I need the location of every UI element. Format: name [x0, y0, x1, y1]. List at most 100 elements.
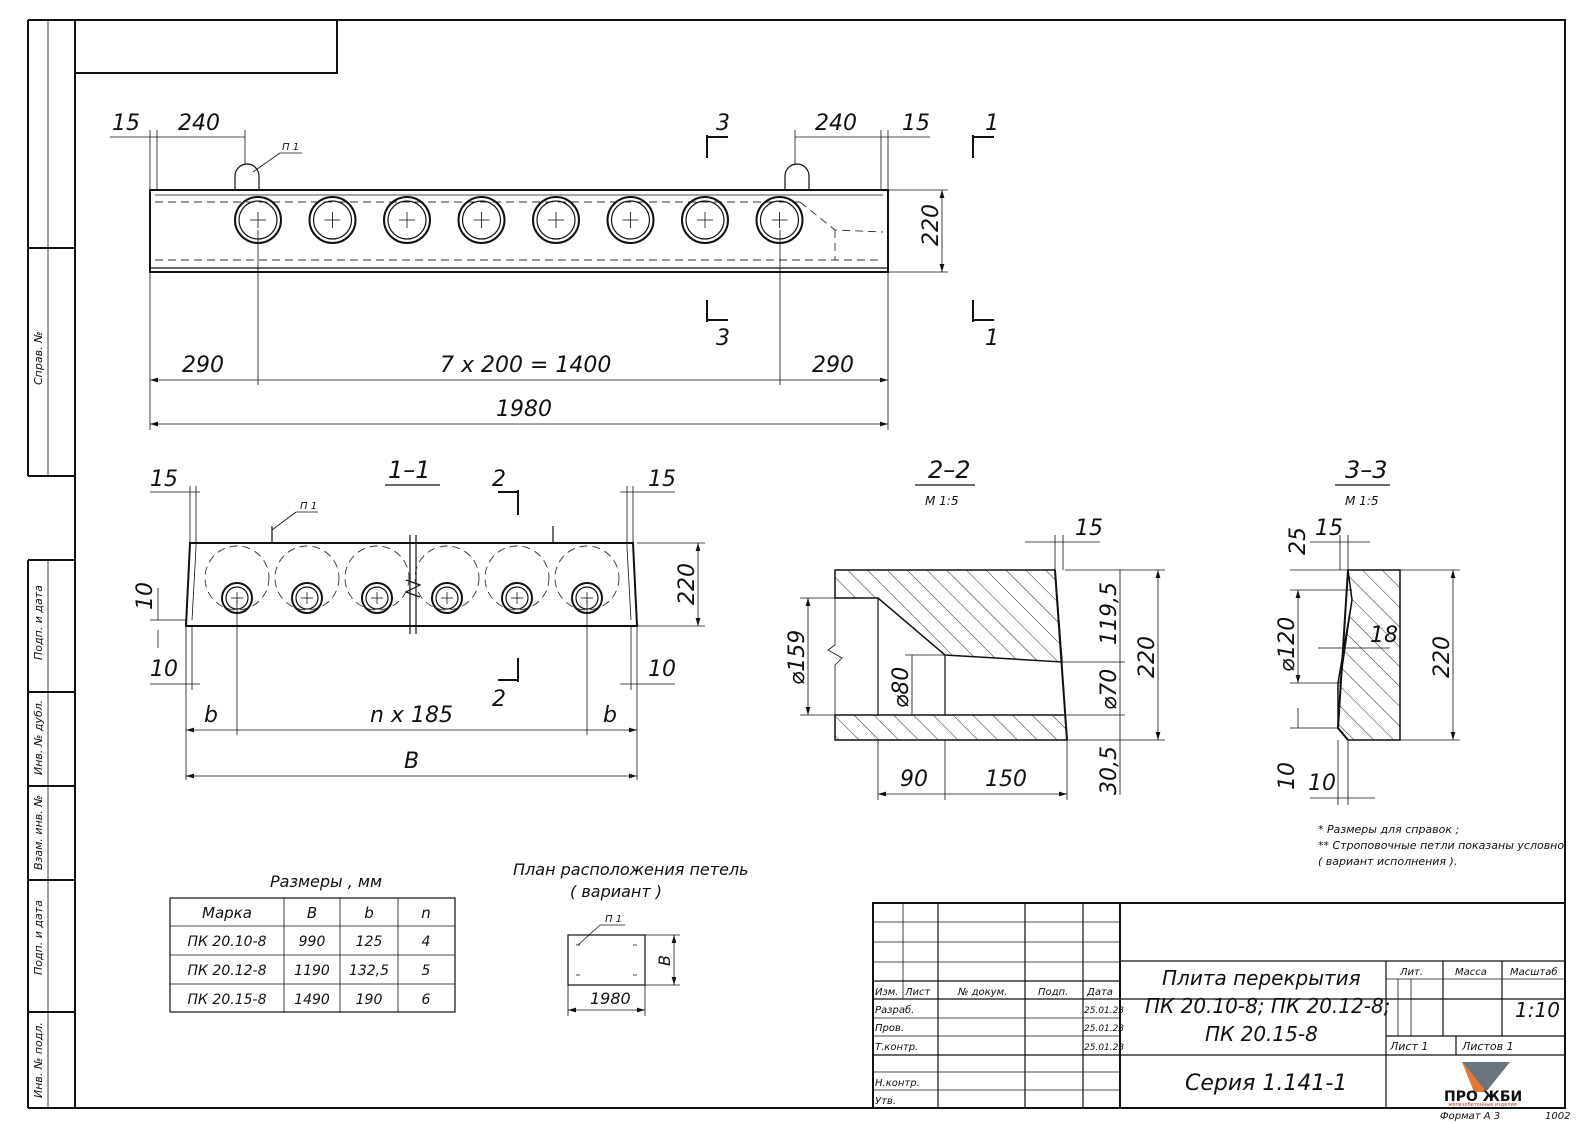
void-core: [532, 196, 580, 244]
format-label: Формат А 3: [1440, 1111, 1500, 1122]
sheet-frame: [27, 19, 1566, 1109]
section-1-1-voids: [204, 545, 620, 614]
vzam-inv-label: Взам. инв. №: [32, 795, 45, 870]
podp-data-label-1: Подп. и дата: [32, 585, 45, 660]
loop-plan-label: П 1: [605, 914, 622, 925]
section-3-top: 3: [716, 111, 730, 136]
side-stamp: Справ. № Подп. и дата Инв. № дубл. Взам.…: [32, 331, 45, 1098]
section-1-1-dim-n185: n x 185: [370, 703, 453, 728]
section-2-2-dim-d80: ⌀80: [889, 667, 914, 708]
main-view: П 1 15 240 240 15 220 3 3 1 1: [110, 111, 999, 430]
table-cell: 5: [422, 963, 431, 979]
section-1-1-dim-b-left: b: [204, 703, 218, 728]
row-prov: Пров.: [875, 1023, 904, 1034]
table-cell: ПК 20.10-8: [188, 934, 267, 950]
section-1-1-dim-15-right: 15: [648, 467, 676, 492]
section-1-1-dim-b-right: b: [603, 703, 617, 728]
note-2: ** Строповочные петли показаны условно: [1318, 839, 1564, 852]
lit-label: Лит.: [1399, 967, 1423, 978]
dim-290-left: 290: [182, 353, 224, 378]
dim-pitch: 7 x 200 = 1400: [440, 353, 611, 378]
table-cell: 132,5: [349, 963, 389, 979]
section-3-3-dim-d120: ⌀120: [1275, 617, 1300, 672]
section-3-bottom: 3: [716, 326, 730, 351]
section-2-2-dim-d159: ⌀159: [785, 630, 810, 685]
table-header: B: [307, 904, 317, 922]
loop-label: П 1: [282, 142, 299, 153]
section-2-2-dim-119-5: 119,5: [1097, 582, 1122, 645]
section-3-3-dim-220: 220: [1430, 636, 1455, 678]
section-2-2-dim-d70: ⌀70: [1097, 669, 1122, 710]
loop-plan-title-1: План расположения петель: [513, 860, 749, 879]
void-core: [383, 196, 431, 244]
lifting-loop-left: [234, 163, 260, 190]
mark-2-bottom: 2: [492, 687, 506, 712]
company-logo: ПРО ЖБИ железобетонные изделия: [1444, 1062, 1522, 1108]
row-tkontr: Т.контр.: [875, 1042, 918, 1053]
row-nkontr: Н.контр.: [875, 1078, 920, 1089]
section-3-3-dim-15: 15: [1315, 516, 1343, 541]
section-1-1-dim-220: 220: [675, 563, 700, 605]
void-circles: [234, 196, 804, 244]
list-label: Лист 1: [1389, 1040, 1428, 1053]
dim-15-left: 15: [112, 111, 140, 136]
section-3-3-dim-10-b: 10: [1308, 771, 1336, 796]
podp-data-label-2: Подп. и дата: [32, 900, 45, 975]
col-dokum: № докум.: [957, 987, 1007, 998]
section-1-1-title: 1–1: [388, 456, 431, 484]
table-cell: ПК 20.15-8: [188, 992, 267, 1008]
void-core: [457, 196, 506, 244]
sizes-table-caption: Размеры , мм: [270, 872, 382, 891]
table-header: n: [421, 904, 431, 922]
table-cell: 6: [422, 992, 431, 1008]
table-cell: 1490: [294, 992, 330, 1008]
loop-plan-title-2: ( вариант ): [570, 882, 662, 901]
section-3-3-dim-25: 25: [1286, 527, 1311, 555]
table-cell: 4: [422, 934, 431, 950]
dim-total: 1980: [496, 397, 552, 422]
col-izm: Изм.: [875, 987, 899, 998]
section-1-1-dim-15-left: 15: [150, 467, 178, 492]
dim-240-left: 240: [178, 111, 220, 136]
mark-2-top: 2: [492, 467, 506, 492]
void-core: [755, 196, 804, 244]
section-1-1-loop-label: П 1: [300, 501, 317, 512]
series: Серия 1.141-1: [1185, 1071, 1347, 1096]
loop-plan-dim-B: B: [655, 955, 674, 966]
title-block: Изм. Лист № докум. Подп. Дата Разраб. Пр…: [872, 902, 1570, 1122]
section-1-top: 1: [985, 111, 999, 136]
note-3: ( вариант исполнения ).: [1318, 855, 1457, 868]
section-1-bottom: 1: [985, 326, 999, 351]
section-2-2-scale: М 1:5: [925, 494, 958, 508]
sprav-label: Справ. №: [32, 331, 45, 385]
listov-label: Листов 1: [1461, 1040, 1514, 1053]
section-3-3-scale: М 1:5: [1345, 494, 1378, 508]
name-line-2: ПК 20.10-8; ПК 20.12-8;: [1145, 994, 1390, 1018]
sheet-code: 1002: [1545, 1111, 1570, 1122]
col-podp: Подп.: [1038, 987, 1068, 998]
section-3-3-dim-18: 18: [1370, 623, 1398, 648]
section-1-1-dim-10-a: 10: [133, 582, 158, 610]
date-1: 25.01.23: [1084, 1006, 1124, 1016]
section-2-2-dim-30-5: 30,5: [1097, 746, 1122, 795]
section-1-1-dim-10-b: 10: [150, 657, 178, 682]
col-data: Дата: [1086, 987, 1113, 998]
inv-dubl-label: Инв. № дубл.: [32, 700, 45, 775]
section-1-1-dim-10-c: 10: [648, 657, 676, 682]
note-1: * Размеры для справок ;: [1318, 823, 1459, 836]
section-2-2-dim-220: 220: [1135, 636, 1160, 678]
section-2-2-dim-90: 90: [900, 767, 928, 792]
section-void: [484, 545, 550, 614]
dim-15-right: 15: [902, 111, 930, 136]
void-core: [681, 196, 729, 244]
table-cell: 125: [356, 934, 383, 950]
section-2-2-bottom-hatch: [834, 714, 1068, 741]
dim-240-right: 240: [815, 111, 857, 136]
table-cell: 190: [356, 992, 383, 1008]
table-cell: 1190: [294, 963, 330, 979]
section-2-2-dim-150: 150: [985, 767, 1027, 792]
loop-plan: План расположения петель ( вариант ) П 1…: [513, 860, 749, 1016]
name-line-3: ПК 20.15-8: [1205, 1022, 1318, 1046]
scale-value: 1:10: [1515, 998, 1560, 1022]
